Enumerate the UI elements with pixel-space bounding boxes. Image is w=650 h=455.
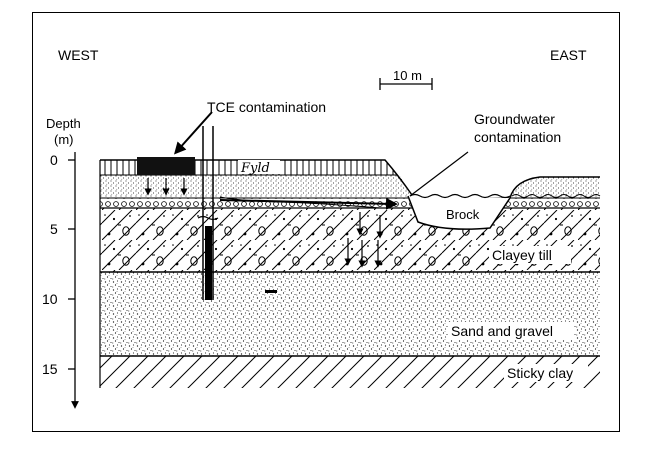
west-label: WEST bbox=[58, 47, 99, 63]
depth-tick-15: 15 bbox=[42, 361, 58, 377]
water-surface bbox=[409, 193, 511, 199]
upper-sand-layer bbox=[100, 175, 412, 198]
depth-unit: (m) bbox=[54, 132, 74, 147]
depth-tick-5: 5 bbox=[50, 221, 58, 237]
depth-tick-10: 10 bbox=[42, 291, 58, 307]
groundwater-label-1: Groundwater bbox=[474, 111, 555, 127]
scale-label: 10 m bbox=[393, 68, 422, 83]
clayey-till-label: Clayey till bbox=[492, 247, 552, 263]
scale-bar bbox=[379, 78, 433, 90]
brock-label: Brock bbox=[446, 207, 480, 222]
tce-source-blob bbox=[137, 157, 195, 175]
depth-tick-0: 0 bbox=[50, 152, 58, 168]
east-label: EAST bbox=[550, 47, 587, 63]
tce-leader-arrow bbox=[173, 111, 213, 155]
monitoring-well bbox=[197, 126, 219, 300]
groundwater-label-2: contamination bbox=[474, 129, 561, 145]
sand-gravel-label: Sand and gravel bbox=[451, 323, 553, 339]
sticky-clay-label: Sticky clay bbox=[507, 365, 573, 381]
fyld-label: Fyld bbox=[240, 161, 270, 176]
groundwater-leader bbox=[409, 151, 469, 197]
seepage-arrows bbox=[144, 178, 384, 268]
brock-pond bbox=[408, 196, 510, 230]
sand-gravel-layer bbox=[100, 272, 600, 356]
depth-label: Depth bbox=[46, 116, 81, 131]
tce-label: TCE contamination bbox=[207, 99, 326, 115]
